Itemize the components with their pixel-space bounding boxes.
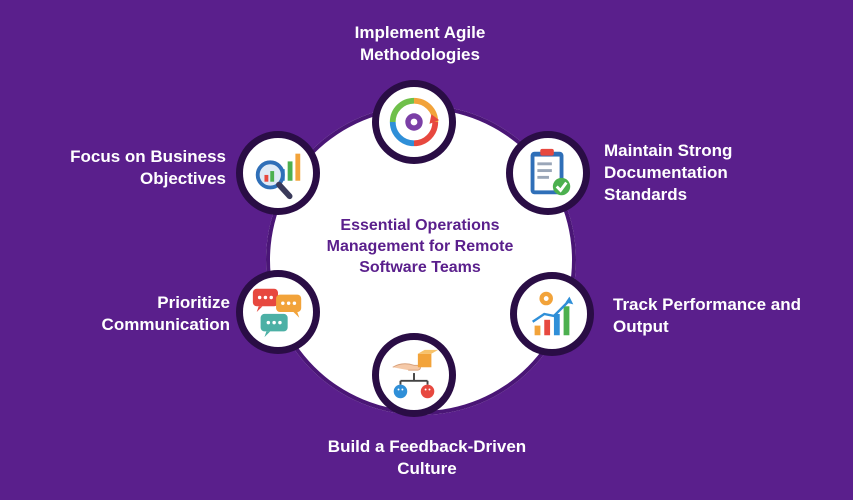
node-objectives xyxy=(236,131,320,215)
node-label-objectives: Focus on Business Objectives xyxy=(70,147,226,188)
node-label-communication: Prioritize Communication xyxy=(101,293,230,334)
node-performance xyxy=(510,272,594,356)
agile-cycle-icon xyxy=(389,97,440,147)
node-feedback xyxy=(372,333,456,417)
node-label-agile: Implement Agile Methodologies xyxy=(354,23,486,64)
node-label-performance: Track Performance and Output xyxy=(613,295,802,336)
node-documentation xyxy=(506,131,590,215)
chat-bubbles-icon xyxy=(252,288,302,338)
growth-chart-gear-icon xyxy=(531,291,574,336)
magnifier-chart-icon xyxy=(255,153,301,200)
node-agile xyxy=(372,80,456,164)
node-label-documentation: Maintain Strong Documentation Standards xyxy=(604,141,733,204)
node-label-feedback: Build a Feedback-Driven Culture xyxy=(327,437,527,478)
center-title: Essential Operations Management for Remo… xyxy=(326,217,514,276)
clipboard-checklist-icon xyxy=(530,148,571,196)
feedback-hand-icon xyxy=(392,349,439,399)
node-communication xyxy=(236,270,320,354)
